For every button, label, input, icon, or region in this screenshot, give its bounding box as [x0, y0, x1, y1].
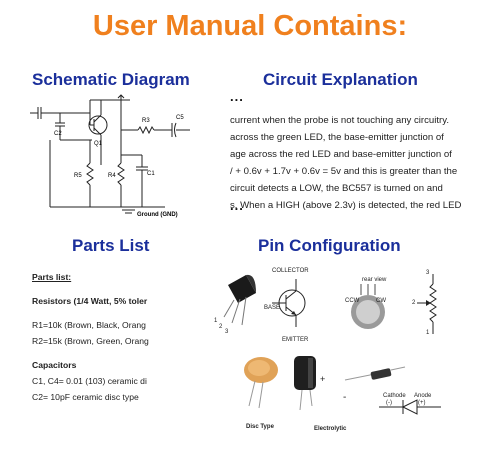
parts-item: R1=10k (Brown, Black, Orang — [32, 320, 146, 330]
page-title: User Manual Contains: — [92, 10, 408, 42]
schematic-diagram: C2 Q1 R3 C5 R5 R4 C1 Ground (GND) — [30, 94, 190, 218]
pin-3-label: 3 — [225, 329, 229, 335]
disc-capacitor-illustration — [244, 357, 278, 409]
pin-1-label: 1 — [214, 318, 218, 324]
collector-label: COLLECTOR — [272, 268, 309, 274]
c1-label: C1 — [147, 171, 155, 177]
parts-item: C1, C4= 0.01 (103) ceramic di — [32, 376, 147, 386]
q1-label: Q1 — [94, 141, 103, 147]
ellipsis-top: ... — [230, 89, 244, 104]
r3-label: R3 — [142, 118, 150, 124]
potentiometer-illustration — [351, 274, 437, 334]
cathode-label: Cathode — [383, 393, 406, 399]
circuit-explanation-heading: Circuit Explanation — [263, 70, 418, 89]
ccw-label: CCW — [345, 298, 360, 304]
explanation-line: age across the red LED and base-emitter … — [230, 149, 452, 160]
pot-pin-1-label: 1 — [426, 330, 430, 336]
anode-label: Anode — [414, 393, 432, 399]
capacitors-heading: Capacitors — [32, 360, 77, 370]
pin-2-label: 2 — [219, 324, 223, 330]
diode-illustration: - — [343, 366, 441, 415]
resistors-heading: Resistors (1/4 Watt, 5% toler — [32, 296, 148, 306]
circuit-explanation-text: current when the probe is not touching a… — [230, 112, 500, 214]
parts-item: C2= 10pF ceramic disc type — [32, 392, 139, 402]
pot-pin-2-label: 2 — [412, 300, 416, 306]
pin-configuration-heading: Pin Configuration — [258, 236, 401, 255]
r5-label: R5 — [74, 173, 82, 179]
transistor-pinout-illustration — [223, 274, 306, 327]
parts-item: R2=15k (Brown, Green, Orang — [32, 336, 149, 346]
anode-plus-label: (+) — [418, 400, 426, 406]
parts-list: Parts list: Resistors (1/4 Watt, 5% tole… — [32, 269, 182, 405]
parts-list-title: Parts list: — [32, 272, 72, 282]
svg-text:-: - — [343, 392, 346, 403]
cw-label: CW — [376, 298, 386, 304]
explanation-line: current when the probe is not touching a… — [230, 115, 449, 126]
emitter-label: EMITTER — [282, 337, 309, 343]
ellipsis-bottom: ... — [230, 198, 244, 213]
svg-text:+: + — [320, 374, 325, 384]
schematic-diagram-heading: Schematic Diagram — [32, 70, 190, 89]
explanation-line: s. When a HIGH (above 2.3v) is detected,… — [230, 200, 462, 211]
rear-view-label: rear view — [362, 277, 387, 283]
parts-list-heading: Parts List — [72, 236, 150, 255]
explanation-line: circuit detects a LOW, the BC557 is turn… — [230, 183, 443, 194]
explanation-line: across the green LED, the base-emitter j… — [230, 132, 444, 143]
cathode-minus-label: (-) — [386, 400, 392, 406]
explanation-line: / + 0.6v + 1.7v + 0.6v = 5v and this is … — [230, 166, 458, 177]
r4-label: R4 — [108, 173, 116, 179]
electrolytic-capacitor-illustration: + — [294, 356, 325, 411]
c5-label: C5 — [176, 115, 184, 121]
disc-type-label: Disc Type — [246, 424, 274, 430]
ground-label: Ground (GND) — [137, 212, 178, 218]
electrolytic-label: Electrolytic — [314, 426, 347, 432]
base-label: BASE — [264, 305, 281, 311]
pot-pin-3-label: 3 — [426, 270, 430, 276]
c2-label: C2 — [54, 131, 62, 137]
